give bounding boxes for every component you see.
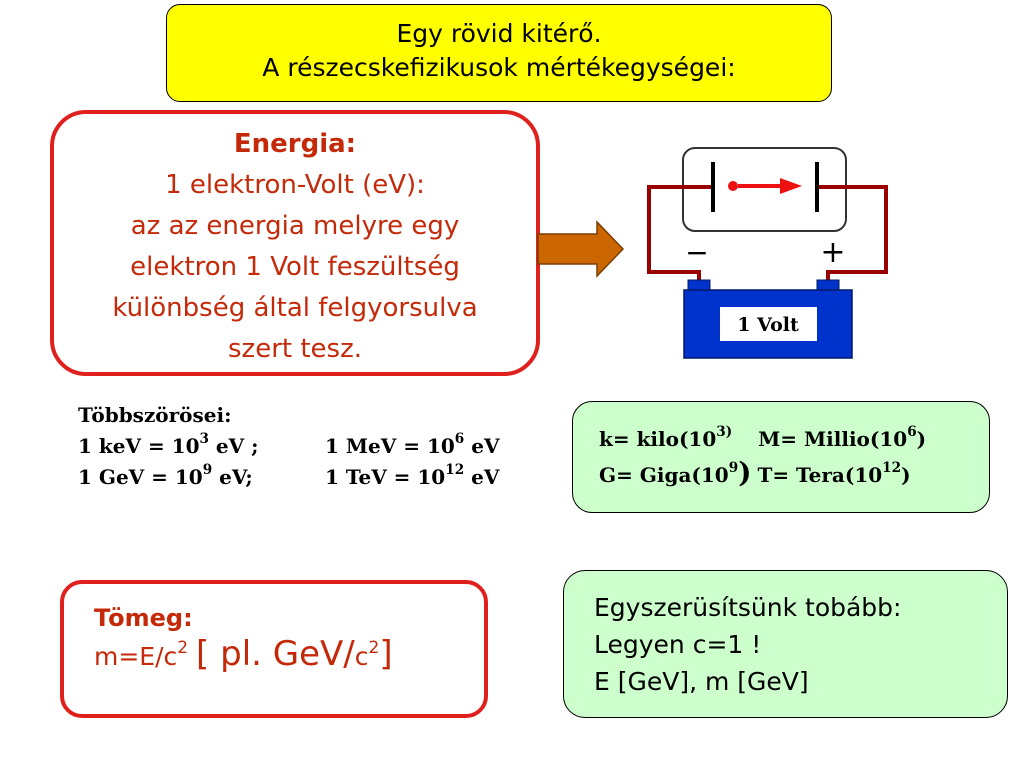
title-box: Egy rövid kitérő. A részecskefizikusok m… bbox=[166, 4, 832, 102]
prefix-row-2: G= Giga(109)T= Tera(1012) bbox=[599, 456, 989, 492]
prefix-box: k= kilo(103) M= Millio(106) G= Giga(109)T… bbox=[572, 401, 990, 513]
energy-line-5: szert tesz. bbox=[228, 334, 362, 364]
simplify-line-2: Legyen c=1 ! bbox=[594, 630, 762, 659]
multiples-row-2: 1 GeV = 109 eV; 1 TeV = 1012 eV bbox=[78, 462, 548, 493]
mev-equation: 1 MeV = 106 eV bbox=[325, 431, 500, 458]
right-arrow-icon bbox=[537, 220, 625, 278]
mass-formula: m=E/c2 [ pl. GeV/c2] bbox=[94, 634, 393, 674]
circuit-diagram: − + 1 Volt bbox=[647, 147, 888, 359]
gev-equation: 1 GeV = 109 eV; bbox=[78, 462, 253, 489]
kilo-prefix: k= kilo(103) bbox=[599, 424, 733, 451]
title-line-2: A részecskefizikusok mértékegységei: bbox=[262, 53, 736, 82]
energy-line-4: különbség által felgyorsulva bbox=[112, 293, 478, 323]
energy-line-3: elektron 1 Volt feszültség bbox=[130, 252, 460, 282]
simplify-box: Egyszerüsítsünk tobább: Legyen c=1 ! E [… bbox=[563, 570, 1008, 718]
simplify-line-3: E [GeV], m [GeV] bbox=[594, 667, 809, 696]
left-wire bbox=[647, 185, 713, 288]
plus-sign: + bbox=[820, 235, 845, 270]
multiples-block: Többszörösei: 1 keV = 103 eV ; 1 MeV = 1… bbox=[78, 400, 548, 500]
title-line-1: Egy rövid kitérő. bbox=[396, 19, 602, 48]
energy-line-1: 1 elektron-Volt (eV): bbox=[165, 170, 425, 200]
multiples-row-1: 1 keV = 103 eV ; 1 MeV = 106 eV bbox=[78, 431, 548, 462]
prefix-row-1: k= kilo(103) M= Millio(106) bbox=[599, 422, 989, 456]
giga-prefix: G= Giga(109) bbox=[599, 456, 752, 489]
tera-prefix: T= Tera(1012) bbox=[757, 460, 911, 487]
mass-heading: Tömeg: bbox=[94, 604, 193, 632]
simplify-line-1: Egyszerüsítsünk tobább: bbox=[594, 593, 902, 622]
battery-label: 1 Volt bbox=[737, 314, 799, 336]
battery-label-box bbox=[720, 307, 817, 341]
electron-dot bbox=[728, 181, 738, 191]
right-wire bbox=[817, 185, 888, 288]
mass-box: Tömeg: m=E/c2 [ pl. GeV/c2] bbox=[60, 580, 488, 718]
millio-prefix: M= Millio(106) bbox=[758, 424, 927, 451]
kev-equation: 1 keV = 103 eV ; bbox=[78, 431, 259, 458]
electron-arrowhead bbox=[780, 178, 802, 194]
energy-heading: Energia: bbox=[233, 129, 357, 159]
energy-box: Energia: 1 elektron-Volt (eV): az az ene… bbox=[50, 110, 540, 376]
capacitor-housing bbox=[682, 147, 847, 232]
minus-sign: − bbox=[685, 236, 708, 269]
tev-equation: 1 TeV = 1012 eV bbox=[325, 462, 500, 489]
multiples-heading: Többszörösei: bbox=[78, 403, 232, 427]
energy-line-2: az az energia melyre egy bbox=[130, 211, 460, 241]
